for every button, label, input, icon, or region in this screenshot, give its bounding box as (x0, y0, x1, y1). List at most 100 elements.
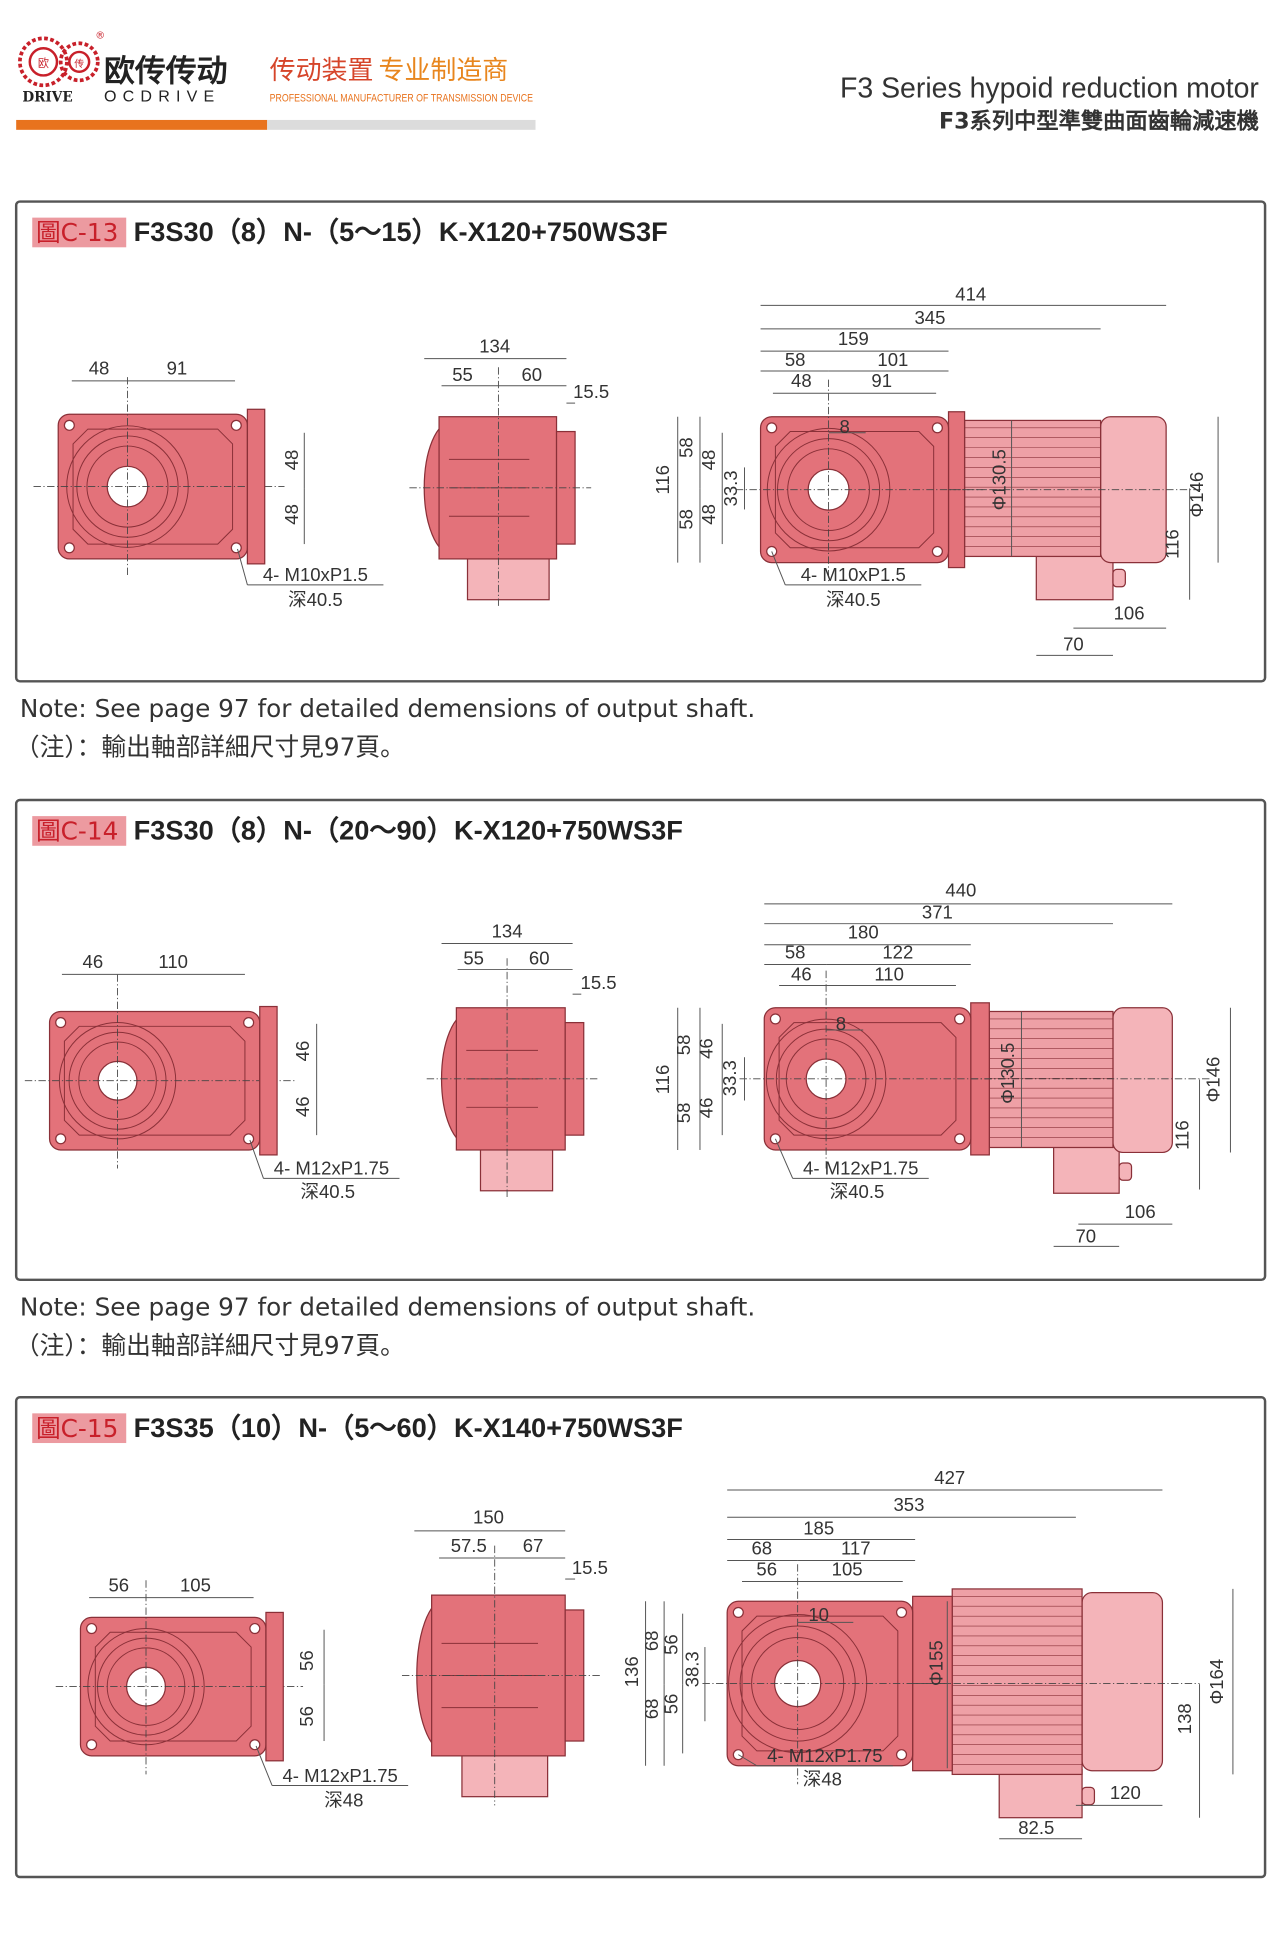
housing-rib (94, 1631, 252, 1742)
dimension-label: 56 (661, 1634, 682, 1655)
dimension-label: 58 (676, 509, 697, 530)
dimension-label: 15.5 (573, 381, 609, 402)
dimension-label: 58 (673, 1035, 694, 1056)
dimension-label: 33.3 (720, 470, 741, 506)
housing-rib (72, 428, 234, 545)
leader-line (255, 1745, 273, 1786)
dimension-label: 116 (1162, 529, 1183, 559)
dimension-label: 38.3 (682, 1651, 703, 1687)
dimension-label: 46 (695, 1038, 716, 1059)
figure-number: 圖C-15 (36, 1414, 118, 1443)
dimension-label: 56 (661, 1694, 682, 1715)
dimension-label: 8 (839, 416, 849, 437)
dimension-label: Φ146 (1202, 1057, 1223, 1103)
dimension-label: 371 (922, 902, 953, 923)
brand-name-en-left: DRIVE (22, 89, 72, 105)
figure-badge (32, 816, 127, 846)
thread-spec: 4- M12xP1.75 (274, 1158, 389, 1179)
housing-rib (774, 431, 935, 549)
input-adapter (466, 555, 550, 601)
leader-line (771, 551, 786, 586)
thread-spec: 4- M12xP1.75 (803, 1158, 918, 1179)
dimension-label: 91 (167, 358, 188, 379)
logo-badge-right: 传 (74, 58, 84, 70)
motor-body (951, 1588, 1083, 1776)
dimension-label: 116 (1171, 1120, 1192, 1150)
dimension-label: 56 (108, 1574, 129, 1595)
dimension-label: 134 (479, 335, 510, 356)
dimension-label: 48 (89, 358, 110, 379)
dimension-label: 48 (698, 504, 719, 525)
dimension-label: 116 (652, 465, 673, 495)
dimension-label: 60 (521, 364, 542, 385)
dimension-label: 15.5 (581, 972, 617, 993)
dimension-label: 56 (296, 1706, 317, 1727)
dimension-label: 68 (641, 1631, 662, 1652)
thread-depth: 深48 (803, 1769, 842, 1790)
bolt-hole-icon (86, 1622, 98, 1635)
mounting-flange (265, 1611, 284, 1762)
dimension-label: Φ130.5 (988, 449, 1009, 510)
dimension-label: 58 (785, 941, 806, 962)
page-title-cn: F3系列中型準雙曲面齒輪減速機 (939, 108, 1259, 135)
header-bar-gray (267, 119, 536, 130)
cable-gland (1118, 1162, 1133, 1181)
dimension-label: 48 (698, 450, 719, 471)
dimension-label: 48 (791, 370, 812, 391)
dimension-label: Φ155 (925, 1640, 946, 1686)
housing-rib (741, 1615, 899, 1752)
thread-spec: 4- M10xP1.5 (801, 564, 906, 585)
dimension-label: 46 (83, 951, 104, 972)
brand-name-en: OCDRIVE (104, 87, 220, 105)
dimension-label: 33.3 (719, 1060, 740, 1096)
dimension-label: 55 (463, 947, 484, 968)
dimension-label: 105 (180, 1574, 211, 1595)
cable-gland (1081, 1786, 1096, 1806)
bolt-hole-icon (63, 419, 75, 431)
dimension-label: 15.5 (572, 1557, 608, 1578)
header-bar-orange (16, 119, 268, 130)
thread-depth: 深40.5 (288, 589, 343, 610)
thread-spec: 4- M12xP1.75 (282, 1765, 397, 1786)
bolt-hole-icon (931, 545, 943, 558)
slogan-cn-part1: 传动装置 (270, 56, 374, 86)
terminal-box (1035, 550, 1114, 601)
section-frame (14, 1396, 1267, 1879)
dimension-label: 58 (676, 437, 697, 458)
bolt-hole-icon (63, 542, 75, 554)
dimension-label: 46 (292, 1041, 313, 1062)
bolt-hole-icon (895, 1606, 908, 1618)
leader-line (249, 1139, 264, 1179)
dimension-label: 46 (791, 964, 812, 985)
bolt-hole-icon (249, 1739, 261, 1751)
dimension-label: 185 (803, 1518, 834, 1539)
dimension-label: 48 (281, 504, 302, 525)
dimension-label: 427 (934, 1467, 965, 1488)
dimension-label: 159 (838, 328, 869, 349)
input-adapter (479, 1146, 554, 1192)
dimension-label: 353 (893, 1494, 924, 1515)
logo-badge-left: 欧 (38, 57, 49, 70)
dimension-label: 8 (836, 1013, 846, 1034)
bolt-hole-icon (55, 1017, 67, 1029)
bolt-hole-icon (732, 1606, 744, 1618)
dimension-label: 101 (877, 349, 908, 370)
terminal-box (998, 1768, 1083, 1819)
dimension-label: 57.5 (451, 1535, 487, 1556)
thread-spec: 4- M12xP1.75 (767, 1745, 882, 1766)
bolt-hole-icon (243, 1017, 255, 1029)
note-en-1: Note: See page 97 for detailed demension… (20, 694, 755, 723)
housing-rib (63, 1025, 246, 1136)
bolt-hole-icon (230, 419, 242, 431)
dimension-label: 440 (945, 879, 976, 900)
dimension-label: 70 (1063, 633, 1084, 654)
mounting-flange (246, 408, 266, 565)
motor-body (988, 1010, 1114, 1149)
model-number: F3S30（8）N-（20～90）K-X120+750WS3F (134, 815, 683, 846)
dimension-label: 122 (882, 941, 913, 962)
